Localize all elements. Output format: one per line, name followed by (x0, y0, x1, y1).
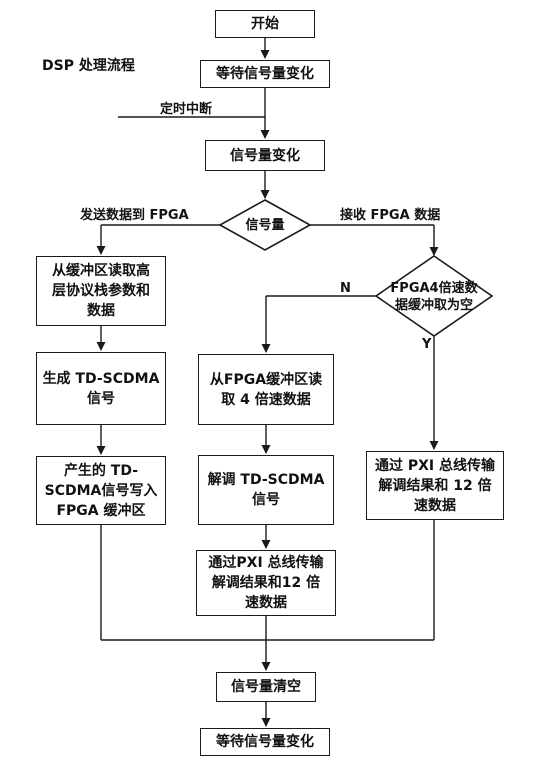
receive-from-fpga-label: 接收 FPGA 数据 (340, 208, 441, 223)
signal-change-node: 信号量变化 (205, 140, 325, 171)
timer-interrupt-label: 定时中断 (160, 102, 213, 117)
demodulate-tdscdma-node: 解调 TD-SCDMA 信号 (198, 455, 334, 525)
no-label: N (340, 281, 351, 296)
pxi-transfer-right-node: 通过 PXI 总线传输 解调结果和 12 倍 速数据 (366, 451, 504, 520)
write-fpga-buffer-node: 产生的 TD- SCDMA信号写入 FPGA 缓冲区 (36, 456, 166, 525)
decision-semaphore-label: 信号量 (245, 217, 285, 233)
send-to-fpga-label: 发送数据到 FPGA (80, 208, 189, 223)
read-fpga-4x-node: 从FPGA缓冲区读 取 4 倍速数据 (198, 354, 334, 425)
generate-tdscdma-node: 生成 TD-SCDMA 信号 (36, 352, 166, 425)
start-node: 开始 (215, 10, 315, 38)
decision-diamond-semaphore (218, 199, 312, 251)
clear-signal-node: 信号量清空 (216, 672, 316, 702)
wait-signal-node: 等待信号量变化 (200, 60, 330, 88)
wait-signal-final-node: 等待信号量变化 (200, 728, 330, 756)
read-protocol-params-node: 从缓冲区读取高 层协议栈参数和 数据 (36, 256, 166, 326)
pxi-transfer-middle-node: 通过PXI 总线传输 解调结果和12 倍 速数据 (196, 550, 336, 616)
yes-label: Y (422, 337, 432, 352)
decision-fpga-empty-label: FPGA4倍速数 据缓冲取为空 (390, 281, 478, 313)
decision-diamond-fpga-empty (374, 255, 494, 337)
diagram-title: DSP 处理流程 (42, 58, 135, 74)
